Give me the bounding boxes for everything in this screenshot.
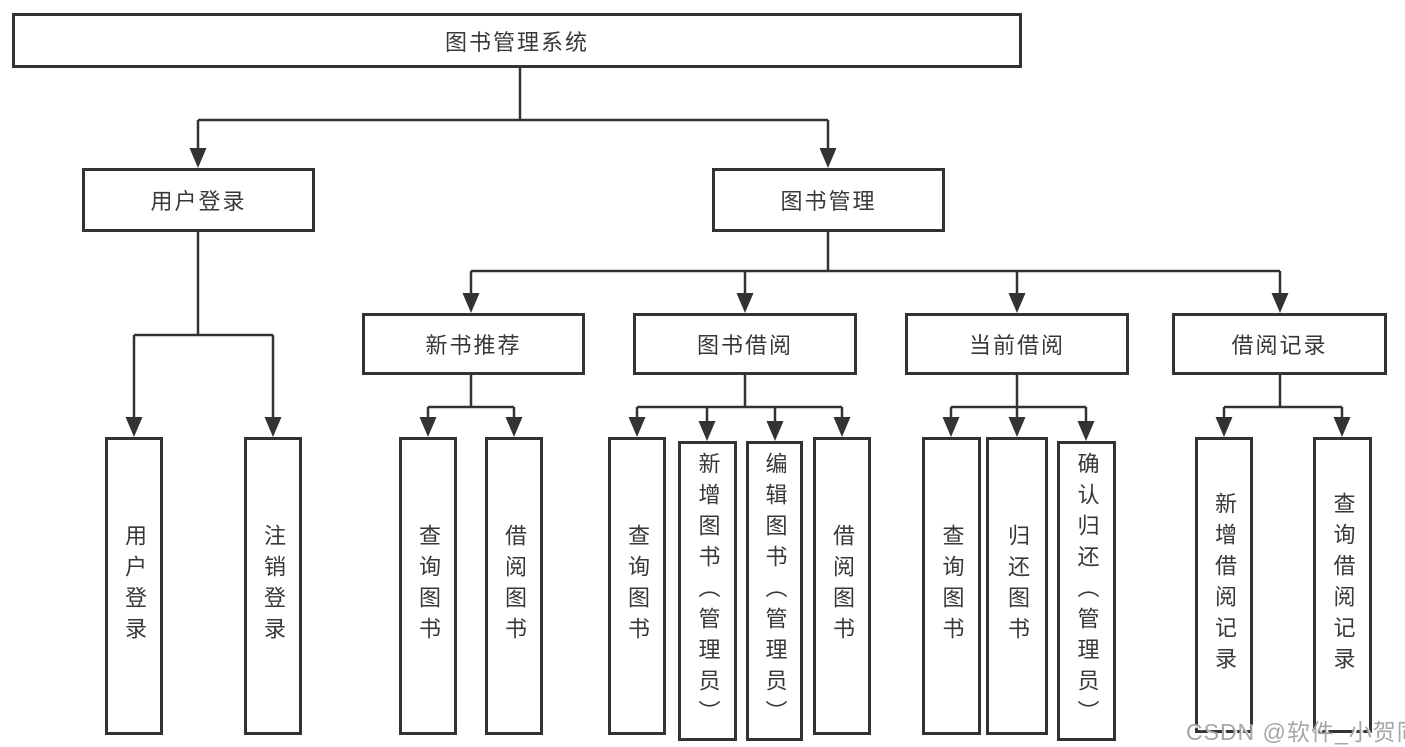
leaf-borrow-borrow-book: 借阅图书 (813, 437, 871, 735)
node-borrow-record-label: 借阅记录 (1231, 333, 1328, 358)
node-book-borrow: 图书借阅 (633, 313, 857, 375)
leaf-borrow-query-book-label: 查询图书 (625, 524, 650, 648)
node-book-management: 图书管理 (712, 168, 945, 232)
node-book-management-label: 图书管理 (780, 189, 877, 214)
leaf-current-query-book: 查询图书 (922, 437, 981, 735)
leaf-edit-book-admin-label: 编辑图书（管理员） (762, 451, 788, 731)
leaf-edit-book-admin: 编辑图书（管理员） (746, 441, 803, 741)
node-book-borrow-label: 图书借阅 (696, 333, 793, 358)
leaf-add-book-admin: 新增图书（管理员） (678, 441, 737, 741)
leaf-confirm-return-admin: 确认归还（管理员） (1057, 441, 1116, 741)
node-library-system: 图书管理系统 (12, 13, 1022, 68)
leaf-add-borrow-record-label: 新增借阅记录 (1212, 492, 1237, 678)
node-new-book-recommend-label: 新书推荐 (425, 333, 522, 358)
leaf-recommend-borrow-book-label: 借阅图书 (502, 524, 527, 648)
leaf-logout: 注销登录 (244, 437, 302, 735)
csdn-watermark: CSDN @软件_小贺同学 (1186, 719, 1405, 745)
leaf-borrow-borrow-book-label: 借阅图书 (830, 524, 855, 648)
node-current-borrow: 当前借阅 (905, 313, 1129, 375)
leaf-query-borrow-record: 查询借阅记录 (1313, 437, 1372, 733)
node-borrow-record: 借阅记录 (1172, 313, 1387, 375)
leaf-current-query-book-label: 查询图书 (939, 524, 965, 648)
leaf-add-borrow-record: 新增借阅记录 (1195, 437, 1253, 733)
node-user-login: 用户登录 (82, 168, 315, 232)
leaf-query-borrow-record-label: 查询借阅记录 (1330, 492, 1356, 678)
leaf-recommend-query-book-label: 查询图书 (416, 524, 441, 648)
leaf-borrow-query-book: 查询图书 (608, 437, 666, 735)
leaf-return-book-label: 归还图书 (1005, 524, 1030, 648)
leaf-user-login-label: 用户登录 (122, 524, 147, 648)
node-library-system-label: 图书管理系统 (444, 29, 589, 55)
leaf-add-book-admin-label: 新增图书（管理员） (695, 451, 721, 731)
leaf-logout-label: 注销登录 (261, 524, 286, 648)
node-user-login-label: 用户登录 (150, 189, 247, 214)
leaf-recommend-query-book: 查询图书 (399, 437, 457, 735)
leaf-user-login: 用户登录 (105, 437, 163, 735)
node-new-book-recommend: 新书推荐 (362, 313, 585, 375)
leaf-return-book: 归还图书 (986, 437, 1048, 735)
leaf-recommend-borrow-book: 借阅图书 (485, 437, 543, 735)
node-current-borrow-label: 当前借阅 (968, 333, 1065, 358)
leaf-confirm-return-admin-label: 确认归还（管理员） (1074, 451, 1100, 731)
